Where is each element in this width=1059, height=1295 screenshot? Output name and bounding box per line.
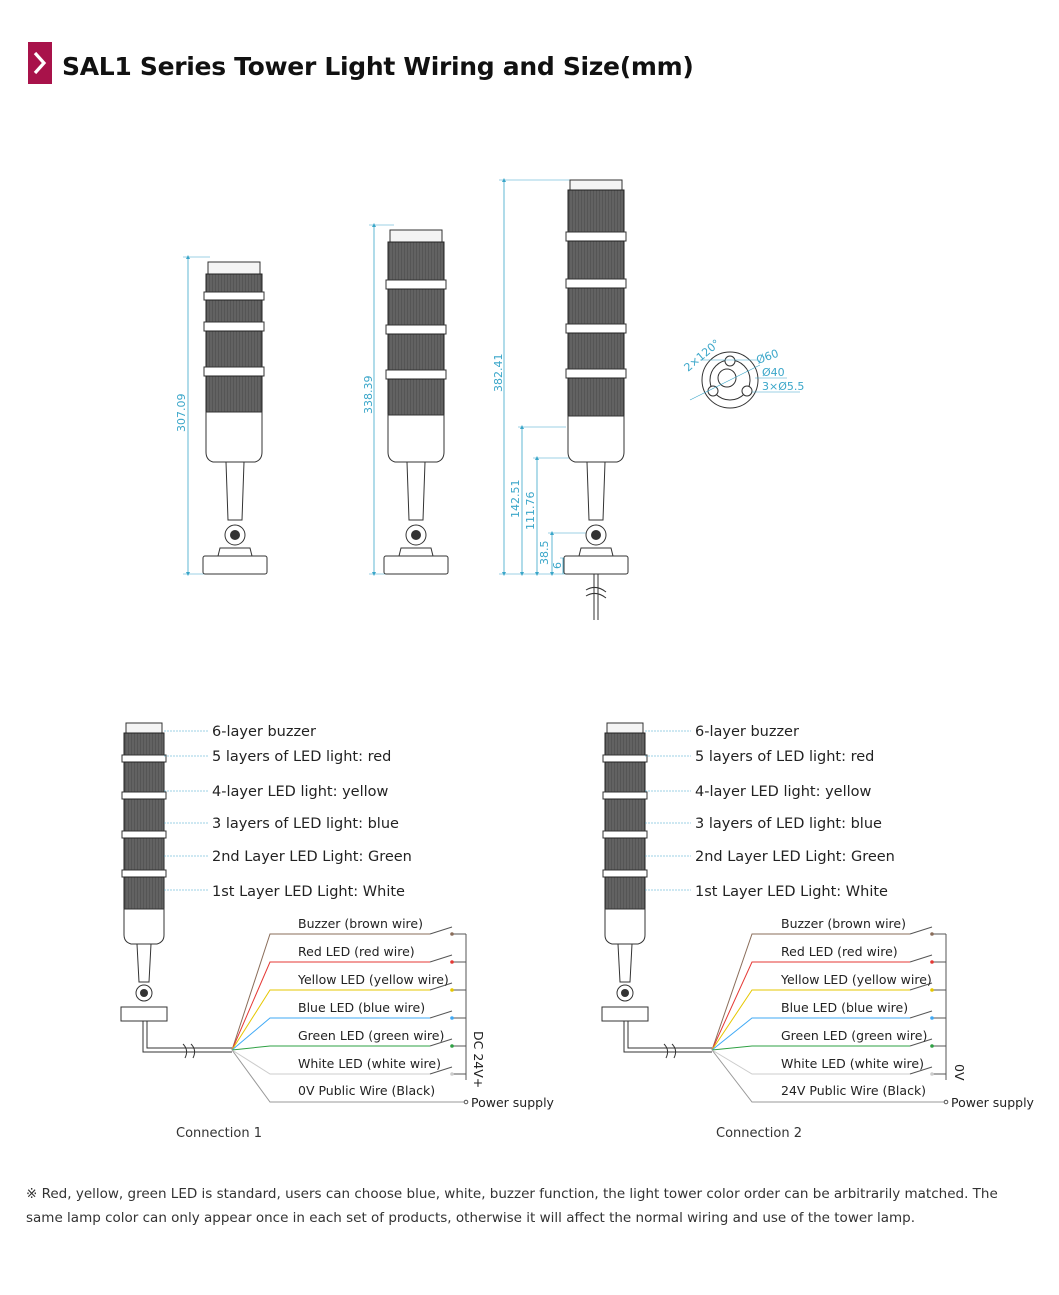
supply-label: 0V (952, 1064, 967, 1081)
wire-label: White LED (white wire) (781, 1056, 924, 1071)
connection-caption: Connection 2 (716, 1126, 802, 1141)
layer-label: 2nd Layer LED Light: Green (695, 849, 895, 865)
layer-label: 5 layers of LED light: red (212, 749, 391, 765)
connection-caption: Connection 1 (176, 1126, 262, 1141)
wire-label: Yellow LED (yellow wire) (297, 972, 449, 987)
layer-label: 1st Layer LED Light: White (695, 884, 888, 900)
wiring-diagram-2: 6-layer buzzer 5 layers of LED light: re… (601, 722, 1035, 1141)
dimension-label: Ø60 (755, 347, 781, 367)
layer-label: 3 layers of LED light: blue (212, 816, 399, 832)
layer-label: 6-layer buzzer (212, 724, 316, 740)
wire-label: 0V Public Wire (Black) (298, 1083, 435, 1098)
wire-label: Red LED (red wire) (781, 944, 898, 959)
wire-label: Blue LED (blue wire) (781, 1000, 908, 1015)
layer-label: 5 layers of LED light: red (695, 749, 874, 765)
dimension-label: 142.51 (509, 480, 522, 519)
layer-label: 1st Layer LED Light: White (212, 884, 405, 900)
layer-label: 6-layer buzzer (695, 724, 799, 740)
wiring-diagram-1: 6-layer buzzer 5 layers of LED light: re… (120, 722, 555, 1141)
dimension-label: 38.5 (538, 541, 551, 566)
wire-label: Green LED (green wire) (781, 1028, 927, 1043)
dimension-label: Ø40 (762, 366, 785, 379)
wire-label: 24V Public Wire (Black) (781, 1083, 926, 1098)
wire-label: Green LED (green wire) (298, 1028, 444, 1043)
dimension-label: 6 (551, 562, 564, 569)
layer-label: 3 layers of LED light: blue (695, 816, 882, 832)
tower-light-small: 307.09 (175, 255, 268, 576)
wire-label: Yellow LED (yellow wire) (780, 972, 932, 987)
dimension-label: 382.41 (492, 354, 505, 393)
layer-label: 2nd Layer LED Light: Green (212, 849, 412, 865)
dimension-label: 338.39 (362, 376, 375, 415)
title-chevron-icon (28, 42, 52, 84)
supply-label: DC 24V+ (471, 1031, 486, 1088)
wire-label: Red LED (red wire) (298, 944, 415, 959)
layer-label: 4-layer LED light: yellow (695, 784, 872, 800)
mounting-base-top-view: 2×120° Ø60 Ø40 3×Ø5.5 (682, 337, 804, 409)
footer-note: ※ Red, yellow, green LED is standard, us… (26, 1186, 998, 1226)
wire-label: Buzzer (brown wire) (298, 916, 423, 931)
power-supply-label: Power supply (951, 1095, 1035, 1110)
power-supply-label: Power supply (471, 1095, 555, 1110)
wire-label: Buzzer (brown wire) (781, 916, 906, 931)
tower-light-medium: 338.39 (362, 223, 449, 576)
layer-label: 4-layer LED light: yellow (212, 784, 389, 800)
wire-label: Blue LED (blue wire) (298, 1000, 425, 1015)
dimension-label: 111.76 (524, 492, 537, 531)
wire-label: White LED (white wire) (298, 1056, 441, 1071)
tower-light-large: 382.41 142.51 111.76 38.5 6 (492, 178, 629, 620)
dimension-label: 307.09 (175, 394, 188, 433)
dimension-label: 3×Ø5.5 (762, 380, 804, 393)
page-title: SAL1 Series Tower Light Wiring and Size(… (62, 52, 694, 81)
